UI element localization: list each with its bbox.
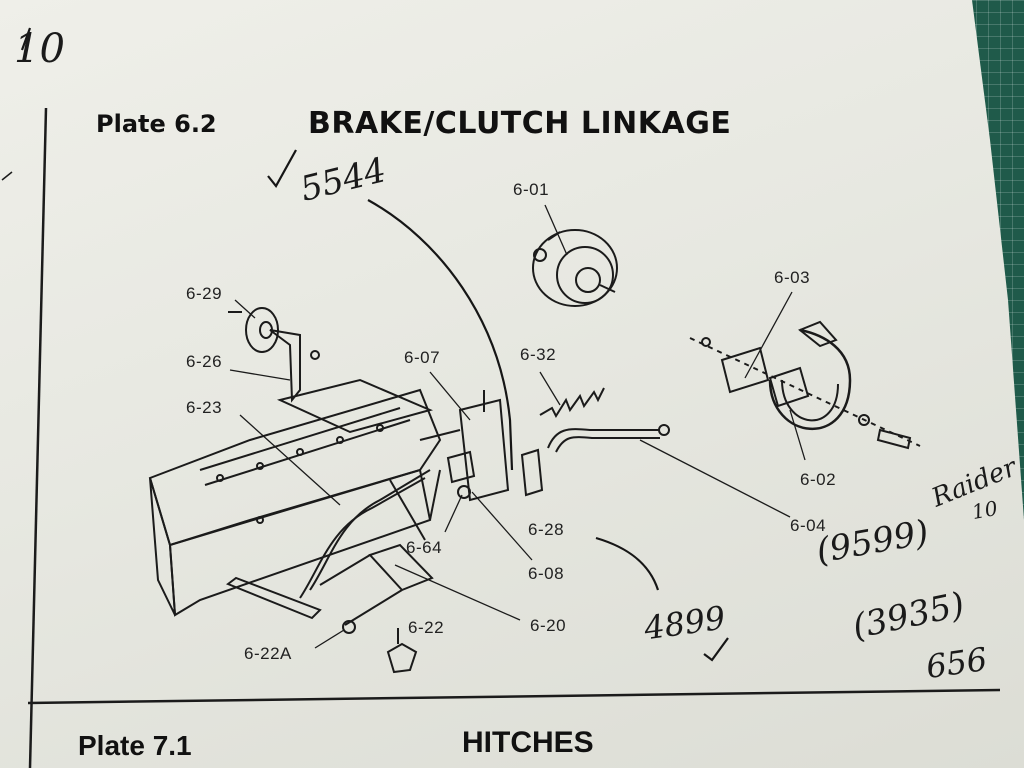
brake-band-drawing [689, 320, 921, 450]
pulley-drawing [532, 229, 618, 307]
part-label-6-08: 6-08 [528, 564, 565, 583]
part-label-6-04: 6-04 [790, 516, 827, 535]
leader-lines [229, 204, 806, 649]
part-label-6-64: 6-64 [406, 538, 443, 557]
part-label-6-20: 6-20 [530, 616, 567, 635]
chassis-frame-drawing [148, 378, 442, 617]
part-label-6-23: 6-23 [186, 398, 223, 417]
part-label-6-28: 6-28 [528, 520, 565, 539]
cross-shaft-drawing [225, 469, 434, 626]
next-plate-title: HITCHES [462, 726, 594, 759]
next-plate-number: Plate 7.1 [78, 730, 192, 761]
plate-number-heading: Plate 6.2 [96, 110, 217, 138]
part-label-6-32: 6-32 [520, 345, 557, 364]
pivot-bracket-drawing [419, 390, 544, 502]
part-label-6-07: 6-07 [404, 348, 441, 367]
spring-drawing [539, 387, 605, 419]
pedal-pad-drawing [342, 620, 418, 674]
part-label-6-22: 6-22 [408, 618, 445, 637]
left-border-line [28, 107, 48, 768]
part-label-6-03: 6-03 [774, 268, 811, 287]
part-label-6-22a: 6-22A [244, 644, 292, 663]
part-label-6-29: 6-29 [186, 284, 223, 303]
idler-bracket-drawing [228, 307, 320, 403]
linkage-rod-drawing [547, 424, 670, 453]
part-label-6-02: 6-02 [800, 470, 837, 489]
handwritten-page-number: 10 [14, 26, 65, 72]
part-label-6-26: 6-26 [186, 352, 223, 371]
handwritten-strokes [20, 27, 729, 662]
plate-title-heading: BRAKE/CLUTCH LINKAGE [308, 106, 732, 141]
bottom-border-line [27, 688, 1001, 705]
part-label-6-01: 6-01 [513, 180, 550, 199]
handwritten-note-raider-10: 10 [970, 495, 1000, 525]
